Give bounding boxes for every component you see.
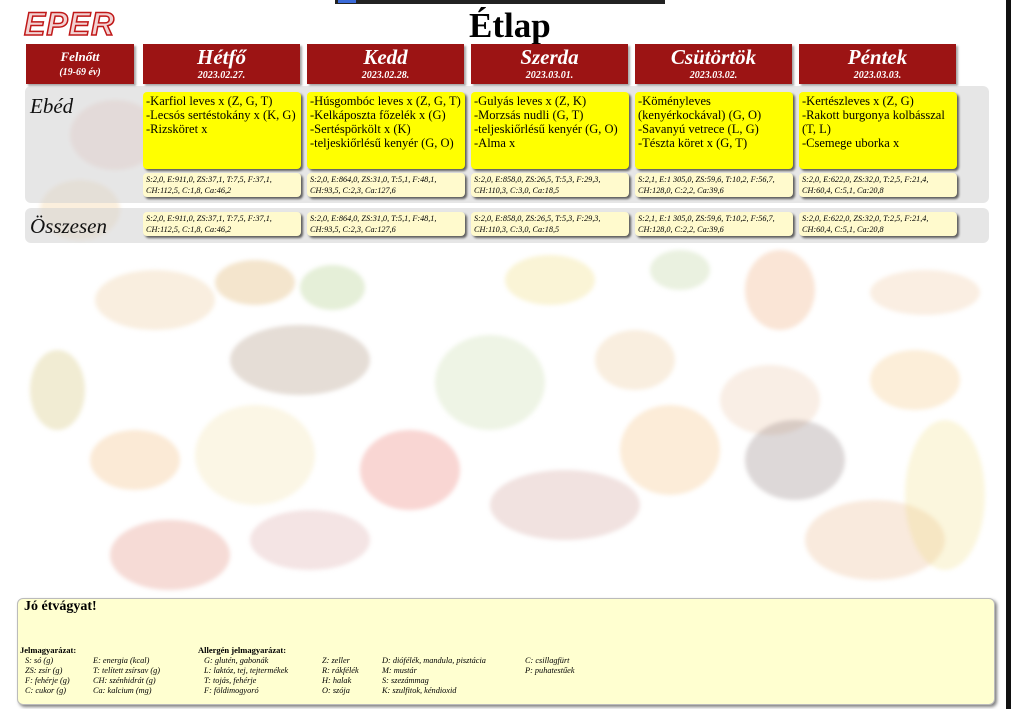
legend-item: E: energia (kcal): [93, 656, 150, 665]
menu-item: -Köményleves: [638, 94, 711, 108]
audience-label: Felnőtt: [60, 49, 100, 64]
total-nutrition-pentek: S:2,0, E:622,0, ZS:32,0, T:2,5, F:21,4, …: [799, 212, 957, 236]
day-name: Péntek: [847, 45, 908, 69]
menu-item: (kenyérkockával) (G, O): [638, 108, 762, 122]
menu-item: -Tészta köret x (G, T): [638, 136, 748, 150]
day-header-pentek: Péntek 2023.03.03.: [799, 44, 956, 84]
allergen-item: L: laktóz, tej, tejtermékek: [204, 666, 289, 675]
menu-item: -Lecsós sertéstokány x (K, G): [146, 108, 296, 122]
day-header-csutortok: Csütörtök 2023.03.02.: [635, 44, 792, 84]
legend-item: T: telített zsírsav (g): [93, 666, 161, 675]
menu-item: -Húsgombóc leves x (Z, G, T): [310, 94, 461, 108]
top-strip: [335, 0, 665, 4]
lunch-menu-pentek: -Kertészleves x (Z, G) -Rakott burgonya …: [799, 92, 957, 169]
day-header-kedd: Kedd 2023.02.28.: [307, 44, 464, 84]
footer-panel: Jó étvágyat! Jelmagyarázat: S: só (g) E:…: [17, 598, 995, 705]
menu-item: -teljeskiőrlésű kenyér (G, O): [474, 122, 618, 136]
total-nutrition-kedd: S:2,0, E:864,0, ZS:31,0, T:5,1, F:48,1, …: [307, 212, 465, 236]
day-name: Szerda: [520, 45, 579, 69]
page-title: Étlap: [469, 6, 551, 45]
legend-item: C: cukor (g): [25, 686, 67, 695]
menu-item: -Kertészleves x (Z, G): [802, 94, 914, 108]
total-nutrition-hetfo: S:2,0, E:911,0, ZS:37,1, T:7,5, F:37,1, …: [143, 212, 301, 236]
lunch-menu-kedd: -Húsgombóc leves x (Z, G, T) -Kelkáposzt…: [307, 92, 465, 169]
day-header-szerda: Szerda 2023.03.01.: [471, 44, 628, 84]
legend-title: Jelmagyarázat:: [20, 645, 77, 655]
day-date: 2023.03.01.: [525, 70, 574, 81]
menu-item: -Savanyú vetrece (L, G): [638, 122, 759, 136]
allergen-item: K: szulfitok, kéndioxid: [382, 686, 457, 695]
day-name: Csütörtök: [670, 45, 757, 69]
allergen-item: P: puhatestűek: [525, 666, 575, 675]
allergen-item: T: tojás, fehérje: [204, 676, 257, 685]
audience-age: (19-69 év): [59, 67, 101, 78]
allergen-item: S: szezámmag: [382, 676, 429, 685]
window-edge: [1006, 0, 1011, 709]
total-row-label: Összesen: [30, 214, 107, 238]
menu-item: -teljeskiőrlésű kenyér (G, O): [310, 136, 454, 150]
allergen-legend-title: Allergén jelmagyarázat:: [198, 645, 287, 655]
legend-item: ZS: zsír (g): [25, 666, 63, 675]
audience-header: Felnőtt (19-69 év): [26, 44, 134, 84]
allergen-item: H: halak: [322, 676, 352, 685]
allergen-item: O: szója: [322, 686, 350, 695]
day-name: Kedd: [363, 45, 408, 69]
brand-logo: EPER: [23, 5, 116, 43]
allergen-item: R: rákfélék: [322, 666, 359, 675]
legend-item: Ca: kalcium (mg): [93, 686, 152, 695]
total-nutrition-szerda: S:2,0, E:858,0, ZS:26,5, T:5,3, F:29,3, …: [471, 212, 629, 236]
menu-item: -Gulyás leves x (Z, K): [474, 94, 587, 108]
menu-item: -Sertéspörkölt x (K): [310, 122, 411, 136]
lunch-nutrition-szerda: S:2,0, E:858,0, ZS:26,5, T:5,3, F:29,3, …: [471, 173, 629, 197]
allergen-item: Z: zeller: [322, 656, 350, 665]
day-header-hetfo: Hétfő 2023.02.27.: [143, 44, 300, 84]
legend-item: CH: szénhidrát (g): [93, 676, 156, 685]
lunch-menu-szerda: -Gulyás leves x (Z, K) -Morzsás nudli (G…: [471, 92, 629, 169]
allergen-item: D: diófélék, mandula, pisztácia: [382, 656, 486, 665]
lunch-nutrition-pentek: S:2,0, E:622,0, ZS:32,0, T:2,5, F:21,4, …: [799, 173, 957, 197]
menu-item: -Morzsás nudli (G, T): [474, 108, 584, 122]
total-nutrition-csutortok: S:2,1, E:1 305,0, ZS:59,6, T:10,2, F:56,…: [635, 212, 793, 236]
legend-item: S: só (g): [25, 656, 54, 665]
day-date: 2023.02.27.: [197, 70, 246, 81]
menu-item: -Rizsköret x: [146, 122, 208, 136]
day-date: 2023.03.03.: [853, 70, 902, 81]
top-strip-accent: [338, 0, 356, 3]
greeting: Jó étvágyat!: [24, 599, 97, 614]
menu-item: -Kelkáposzta főzelék x (G): [310, 108, 446, 122]
day-date: 2023.03.02.: [689, 70, 738, 81]
lunch-nutrition-csutortok: S:2,1, E:1 305,0, ZS:59,6, T:10,2, F:56,…: [635, 173, 793, 197]
menu-item: -Alma x: [474, 136, 516, 150]
lunch-nutrition-hetfo: S:2,0, E:911,0, ZS:37,1, T:7,5, F:37,1, …: [143, 173, 301, 197]
allergen-item: F: földimogyoró: [204, 686, 259, 695]
lunch-row-label: Ebéd: [30, 94, 74, 118]
menu-item: -Csemege uborka x: [802, 136, 900, 150]
allergen-item: M: mustár: [382, 666, 417, 675]
legend-item: F: fehérje (g): [25, 676, 70, 685]
lunch-menu-csutortok: -Köményleves (kenyérkockával) (G, O) -Sa…: [635, 92, 793, 169]
lunch-menu-hetfo: -Karfiol leves x (Z, G, T) -Lecsós serté…: [143, 92, 301, 169]
menu-item: -Rakott burgonya kolbásszal (T, L): [802, 108, 945, 136]
day-date: 2023.02.28.: [361, 70, 410, 81]
allergen-item: G: glutén, gabonák: [204, 656, 269, 665]
lunch-nutrition-kedd: S:2,0, E:864,0, ZS:31,0, T:5,1, F:48,1, …: [307, 173, 465, 197]
allergen-item: C: csillagfürt: [525, 656, 570, 665]
menu-item: -Karfiol leves x (Z, G, T): [146, 94, 273, 108]
day-name: Hétfő: [197, 45, 246, 69]
